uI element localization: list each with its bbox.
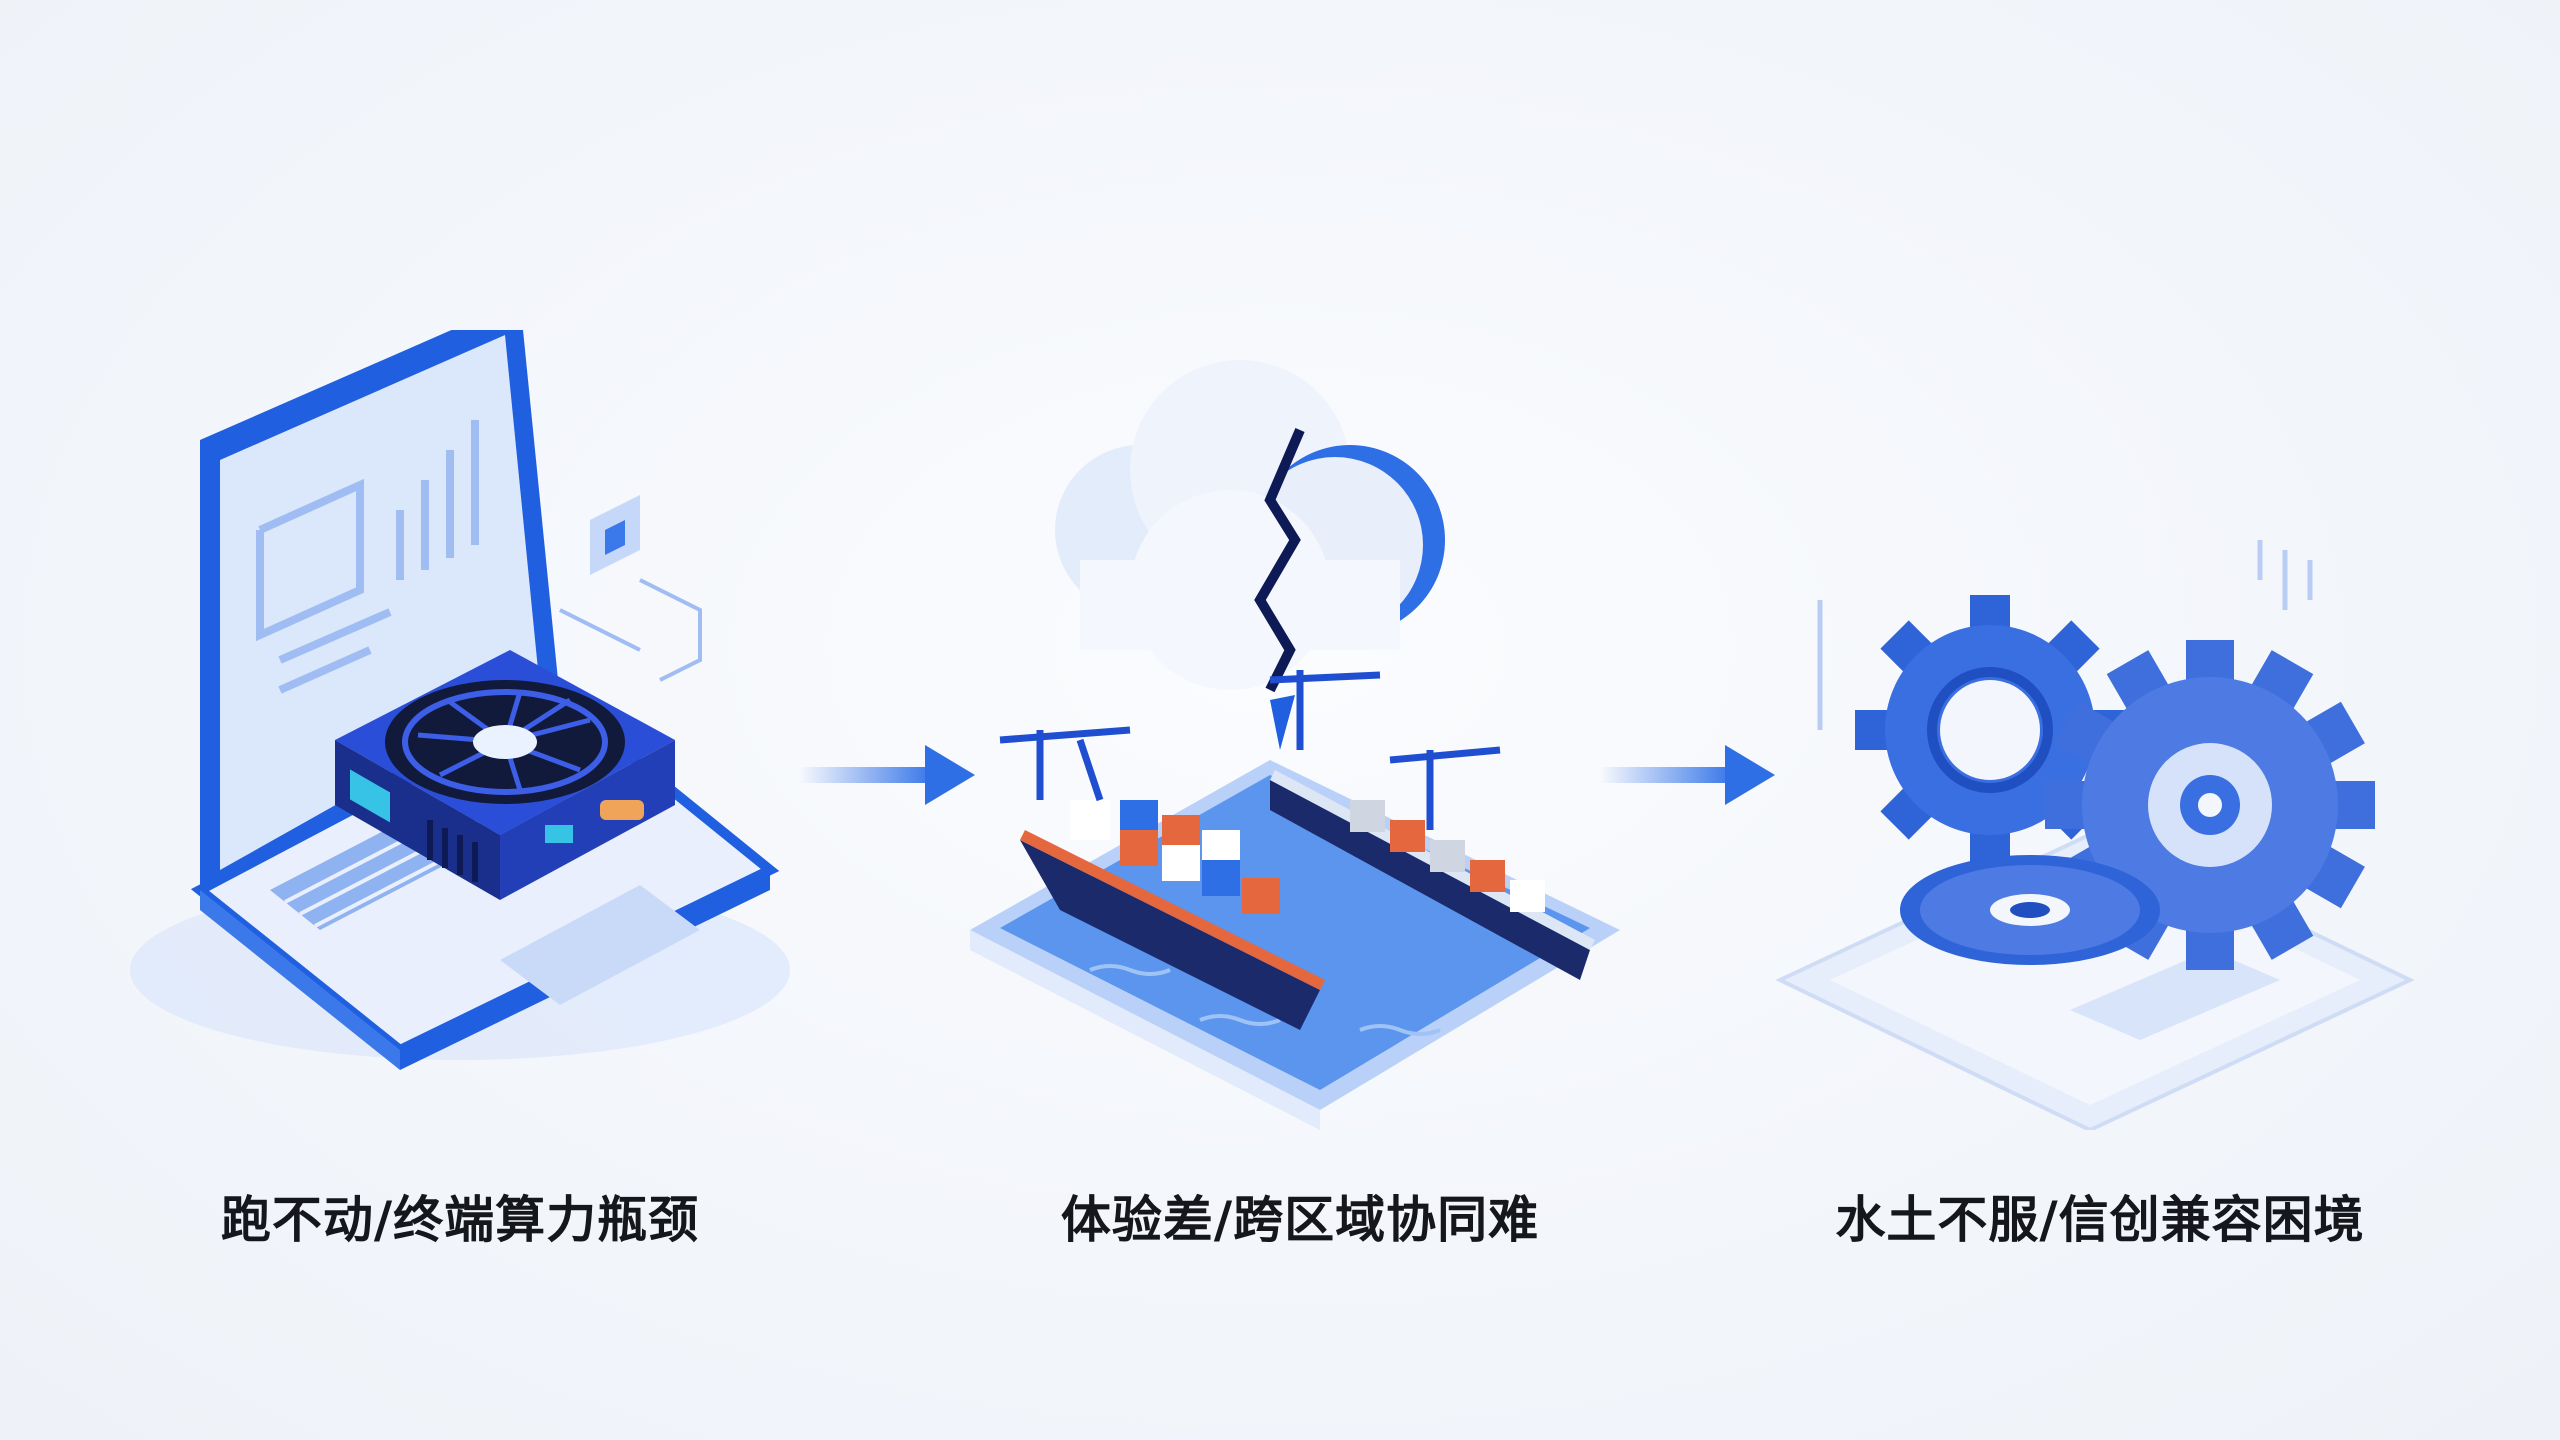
caption-cross-region: 体验差/跨区域协同难 xyxy=(1060,1191,1540,1249)
caption-compatibility: 水土不服/信创兼容困境 xyxy=(1835,1191,2365,1249)
arrow-right-icon xyxy=(800,745,975,805)
gears-icon xyxy=(1775,540,2415,1130)
laptop-with-processor-icon xyxy=(130,330,790,1070)
panel-cross-region xyxy=(940,330,1660,1190)
caption-compute-bottleneck: 跑不动/终端算力瓶颈 xyxy=(220,1191,700,1249)
cloud-lightning-ships-icon xyxy=(970,360,1620,1130)
arrow-right-icon xyxy=(1600,745,1775,805)
panel-compatibility xyxy=(1740,330,2460,1190)
panel-compute-bottleneck xyxy=(100,330,820,1190)
